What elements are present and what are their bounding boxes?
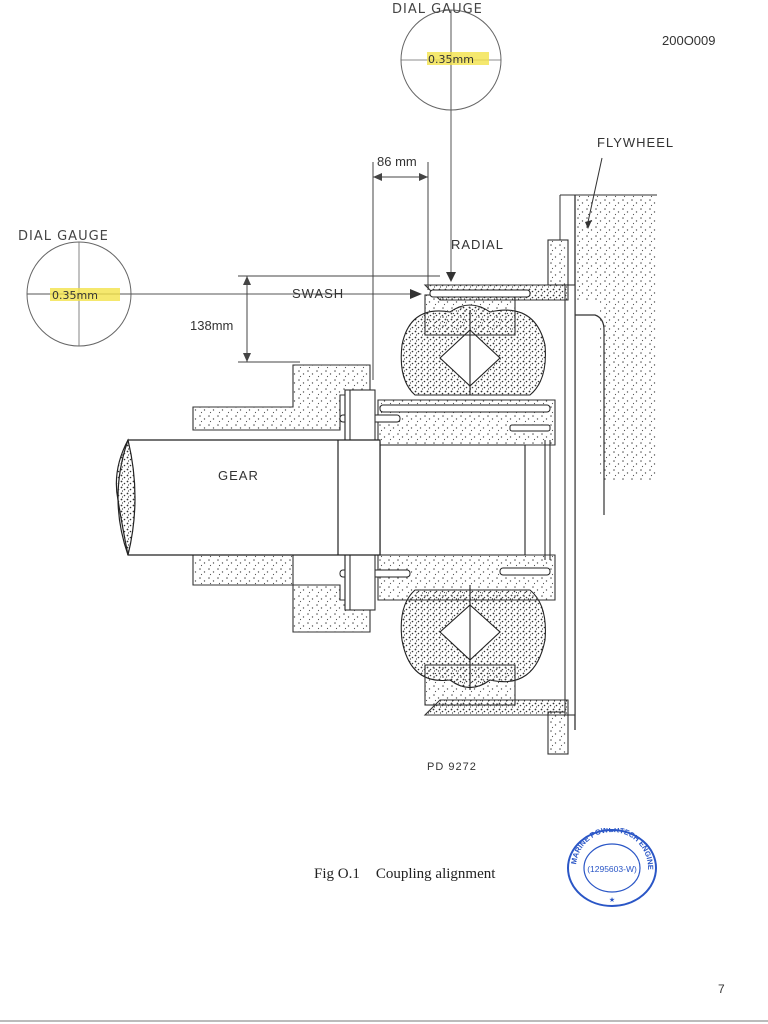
gear-shaft: GEAR [115,438,381,556]
figure-caption: Fig O.1 Coupling alignment [314,866,495,883]
gauge-left-highlight [50,288,120,301]
dim-86mm-label: 86 mm [377,154,417,169]
gauge-top-reading: 0.35mm [428,53,474,66]
flywheel: FLYWHEEL [559,135,674,730]
gear-housing [192,364,376,633]
figure-title: Coupling alignment [375,866,496,882]
gauge-top-highlight [427,52,489,65]
swash-label: SWASH [292,286,344,301]
stamp-reg-no: (1295603-W) [587,864,637,874]
gauge-left-reading: 0.35mm [52,289,98,302]
coupling-hub [377,294,556,706]
dimension-86mm: 86 mm [372,154,429,380]
dial-gauge-left: 0.35mm DIAL GAUGE [18,229,422,347]
stamp-star-icon: ★ [609,896,615,904]
company-stamp: MARINE POWERTECH ENGINEERING SDN BHD (12… [566,828,657,907]
rubber-element-bottom [400,585,546,690]
dial-gauge-left-label: DIAL GAUGE [18,229,109,244]
dim-138mm-label: 138mm [190,318,233,333]
dial-gauge-top-label: DIAL GAUGE [392,2,483,17]
page-number: 7 [718,982,725,996]
radial-label: RADIAL [451,237,504,252]
flywheel-label: FLYWHEEL [597,135,674,150]
figure-number: Fig O.1 [314,866,360,882]
document-id: 200O009 [662,33,716,48]
gear-label: GEAR [218,468,259,483]
dial-gauge-top: 0.35mm DIAL GAUGE [392,2,502,282]
page-bottom-rule [0,1020,768,1022]
dimension-138mm: 138mm [190,275,440,363]
drawing-reference: PD 9272 [427,761,477,773]
